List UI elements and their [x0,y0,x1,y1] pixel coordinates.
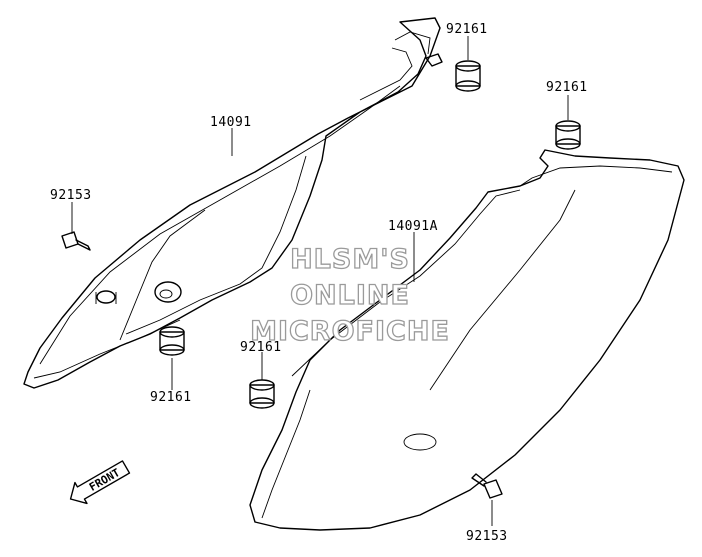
watermark-line-1: HLSM'S [290,244,410,275]
side-cover-left [23,17,443,389]
part-label-92161-bottom: 92161 [150,390,192,405]
front-arrow: FRONT [69,460,131,505]
watermark-line-2: ONLINE [290,280,410,311]
grommet-bottom-left [159,326,185,356]
watermark-line-3: MICROFICHE [250,316,450,347]
front-arrow-label: FRONT [87,466,123,494]
part-label-14091a: 14091A [388,219,438,234]
bolt-right [471,473,503,499]
grommet-top-1 [455,60,481,92]
part-label-14091: 14091 [210,115,252,130]
part-label-92161-top: 92161 [446,22,488,37]
grommet-bottom-mid [249,379,275,409]
part-label-92161-mid: 92161 [240,340,282,355]
watermark: HLSM'S ONLINE MICROFICHE [249,243,450,347]
side-cover-right [249,149,685,531]
part-label-92153-bottom: 92153 [466,529,508,544]
front-arrow-icon [69,460,131,505]
leader-lines [71,36,569,526]
part-label-92161-right: 92161 [546,80,588,95]
part-label-92153-left: 92153 [50,188,92,203]
grommet-top-2 [555,120,581,150]
bolt-left [61,231,91,251]
